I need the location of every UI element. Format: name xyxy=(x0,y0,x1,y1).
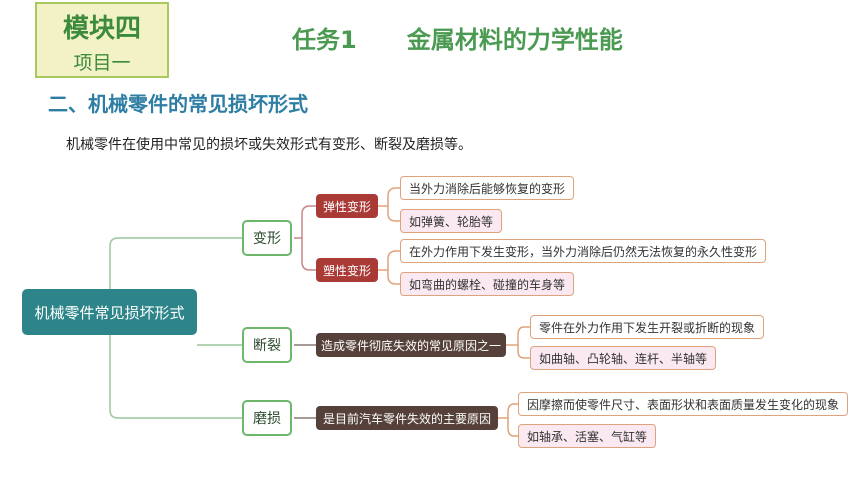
module-badge: 模块四 项目一 xyxy=(35,2,169,78)
node-wear: 磨损 xyxy=(242,400,292,436)
project-label: 项目一 xyxy=(73,52,131,74)
leaf-fracture-definition: 零件在外力作用下发生开裂或折断的现象 xyxy=(530,315,765,339)
leaf-elastic-example: 如弹簧、轮胎等 xyxy=(400,209,503,233)
mindmap-root: 机械零件常见损坏形式 xyxy=(22,289,197,335)
leaf-fracture-example: 如曲轴、凸轮轴、连杆、半轴等 xyxy=(530,346,717,370)
leaf-elastic-definition: 当外力消除后能够恢复的变形 xyxy=(400,176,575,200)
section-heading: 二、机械零件的常见损坏形式 xyxy=(48,92,308,116)
node-elastic-deformation: 弹性变形 xyxy=(316,194,378,218)
leaf-plastic-example: 如弯曲的螺栓、碰撞的车身等 xyxy=(400,272,575,296)
intro-text: 机械零件在使用中常见的损坏或失效形式有变形、断裂及磨损等。 xyxy=(66,137,472,153)
leaf-wear-example: 如轴承、活塞、气缸等 xyxy=(518,424,657,448)
leaf-plastic-definition: 在外力作用下发生变形，当外力消除后仍然无法恢复的永久性变形 xyxy=(400,239,767,263)
task-title: 任务1 金属材料的力学性能 xyxy=(292,26,623,54)
module-title: 模块四 xyxy=(62,14,141,44)
leaf-wear-definition: 因摩擦而使零件尺寸、表面形状和表面质量发生变化的现象 xyxy=(518,392,849,416)
node-deformation: 变形 xyxy=(242,220,292,256)
node-fracture-description: 造成零件彻底失效的常见原因之一 xyxy=(316,333,506,357)
node-fracture: 断裂 xyxy=(242,327,292,363)
node-wear-description: 是目前汽车零件失效的主要原因 xyxy=(316,406,498,430)
node-plastic-deformation: 塑性变形 xyxy=(316,258,378,282)
